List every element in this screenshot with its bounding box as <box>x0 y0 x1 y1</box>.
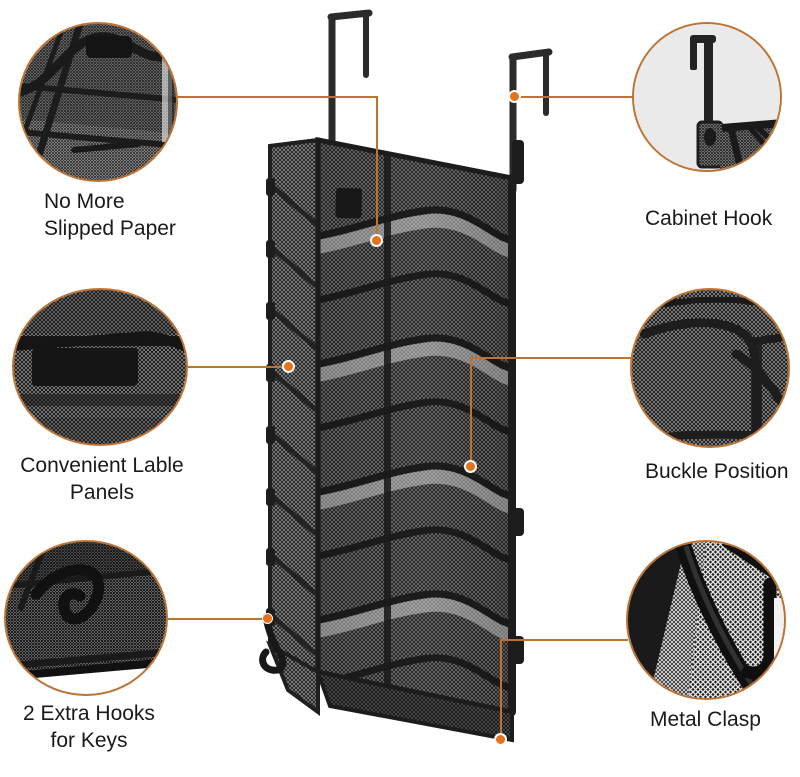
key-hook <box>259 613 287 674</box>
callout-circle-cabinet-hook <box>632 22 782 172</box>
connector-dot-cabinet-hook <box>508 90 521 103</box>
connector-line-label-panels-h <box>186 366 288 368</box>
callout-label-cabinet-hook: Cabinet Hook <box>645 207 773 230</box>
connector-dot-slipped-paper <box>370 234 383 247</box>
connector-line-key-hooks-h <box>166 618 268 620</box>
label-panels <box>335 188 362 219</box>
mesh-pocket-detail-icon <box>20 24 176 180</box>
connector-line-slipped-paper-h <box>176 96 378 98</box>
over-door-hook-left <box>327 9 373 154</box>
connector-dot-key-hooks <box>262 613 273 624</box>
callout-label-2-extra-hooks-for-keys: 2 Extra Hooks for Keys <box>23 702 155 752</box>
metal-clasp-detail-icon <box>628 542 784 698</box>
connector-line-buckle-v <box>470 357 472 467</box>
connector-line-buckle-h <box>470 357 632 359</box>
connector-line-cabinet-hook-h <box>516 96 636 98</box>
left-edge-tabs <box>266 178 275 626</box>
callout-label-convenient-lable-panels: Convenient Lable Panels <box>20 454 184 504</box>
callout-circle-buckle-position <box>630 288 790 448</box>
callout-label-buckle-position: Buckle Position <box>645 460 789 483</box>
key-hook-detail-icon <box>6 542 166 694</box>
cabinet-hook-detail-icon <box>634 24 780 170</box>
connector-line-slipped-paper-v <box>376 96 378 242</box>
callout-circle-convenient-lable-panels <box>12 288 188 446</box>
connector-line-metal-clasp-h <box>500 639 628 641</box>
connector-dot-label-panels <box>282 360 295 373</box>
buckle-detail-icon <box>632 290 788 446</box>
over-door-hook-right <box>508 48 553 194</box>
callout-circle-2-extra-hooks-for-keys <box>4 540 168 696</box>
connector-dot-buckle <box>464 460 477 473</box>
right-edge-tabs <box>512 140 524 664</box>
callout-label-no-more-slipped-paper: No More Slipped Paper <box>44 190 176 240</box>
callout-label-metal-clasp: Metal Clasp <box>650 708 761 731</box>
callout-circle-metal-clasp <box>626 540 786 700</box>
connector-dot-metal-clasp <box>494 733 507 746</box>
callout-circle-no-more-slipped-paper <box>18 22 178 182</box>
connector-line-metal-clasp-v <box>500 639 502 739</box>
label-panel-detail-icon <box>14 290 186 444</box>
